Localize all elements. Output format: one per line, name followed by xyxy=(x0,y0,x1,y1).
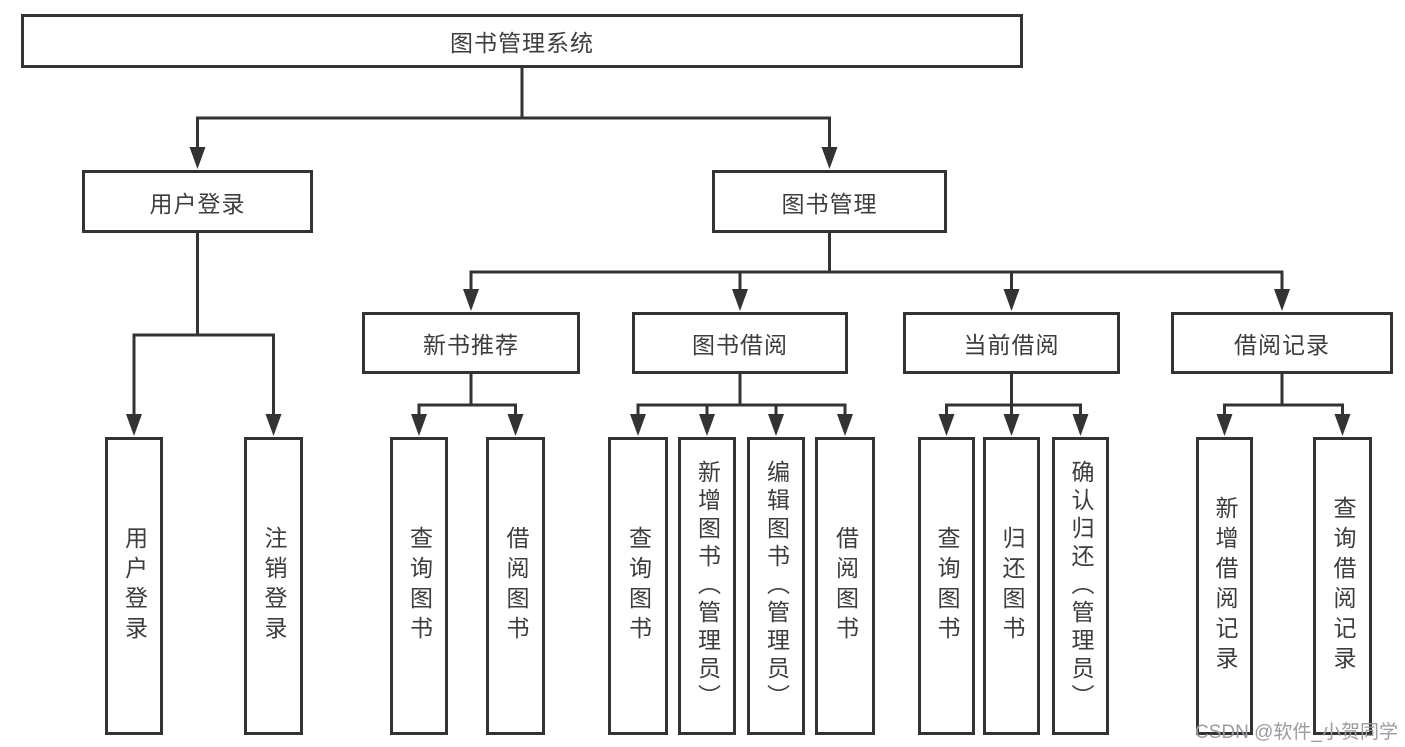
connector-book-borrow-to-leaves xyxy=(630,374,853,436)
node-user-login-label: 用户登录 xyxy=(149,190,246,217)
connector-user-login-to-leaves xyxy=(126,233,282,436)
leaf-bb-add-books: 新增图书（管理员） xyxy=(678,437,736,735)
node-book-mgmt: 图书管理 xyxy=(712,170,947,233)
node-root: 图书管理系统 xyxy=(21,14,1023,68)
node-book-mgmt-label: 图书管理 xyxy=(781,190,878,217)
leaf-nbr-query-books-label: 查询图书 xyxy=(406,526,433,646)
leaf-logout-label: 注销登录 xyxy=(261,526,287,646)
leaf-br-add-record-label: 新增借阅记录 xyxy=(1212,496,1238,676)
leaf-bb-edit-books-label: 编辑图书（管理员） xyxy=(763,460,790,712)
leaf-cb-query-books: 查询图书 xyxy=(918,437,975,735)
leaf-logout: 注销登录 xyxy=(244,437,303,735)
node-current-borrow-label: 当前借阅 xyxy=(963,332,1060,358)
node-book-borrow: 图书借阅 xyxy=(632,312,848,374)
connector-borrow-records-to-leaves xyxy=(1216,374,1351,436)
connector-root-to-level2 xyxy=(189,68,838,169)
node-root-label: 图书管理系统 xyxy=(450,30,594,56)
node-new-book-rec-label: 新书推荐 xyxy=(423,332,519,358)
leaf-cb-query-books-label: 查询图书 xyxy=(934,526,960,646)
leaf-nbr-query-books: 查询图书 xyxy=(390,437,448,735)
leaf-user-login: 用户登录 xyxy=(105,437,163,735)
leaf-bb-query-books-label: 查询图书 xyxy=(625,526,652,646)
node-borrow-records: 借阅记录 xyxy=(1171,312,1393,374)
connector-new-book-rec-to-leaves xyxy=(411,374,524,436)
leaf-cb-return-books: 归还图书 xyxy=(983,437,1040,735)
leaf-br-add-record: 新增借阅记录 xyxy=(1196,437,1253,735)
node-current-borrow: 当前借阅 xyxy=(903,312,1120,374)
leaf-bb-add-books-label: 新增图书（管理员） xyxy=(694,460,721,712)
leaf-br-query-record: 查询借阅记录 xyxy=(1313,437,1372,735)
leaf-cb-confirm-return: 确认归还（管理员） xyxy=(1052,437,1109,735)
connector-current-borrow-to-leaves xyxy=(938,374,1089,436)
leaf-cb-return-books-label: 归还图书 xyxy=(999,526,1025,646)
node-borrow-records-label: 借阅记录 xyxy=(1234,332,1330,358)
leaf-bb-borrow-books-label: 借阅图书 xyxy=(832,526,859,646)
node-new-book-rec: 新书推荐 xyxy=(362,312,580,374)
leaf-user-login-label: 用户登录 xyxy=(121,526,148,646)
leaf-nbr-borrow-books-label: 借阅图书 xyxy=(503,526,529,646)
csdn-watermark: CSDN @软件_小贺同学 xyxy=(1195,722,1398,743)
leaf-bb-borrow-books: 借阅图书 xyxy=(815,437,875,735)
leaf-br-query-record-label: 查询借阅记录 xyxy=(1330,496,1356,676)
connector-book-mgmt-to-level3 xyxy=(463,233,1290,311)
leaf-cb-confirm-return-label: 确认归还（管理员） xyxy=(1068,460,1094,712)
leaf-bb-edit-books: 编辑图书（管理员） xyxy=(747,437,805,735)
leaf-bb-query-books: 查询图书 xyxy=(608,437,668,735)
leaf-nbr-borrow-books: 借阅图书 xyxy=(486,437,545,735)
node-user-login: 用户登录 xyxy=(82,170,313,233)
node-book-borrow-label: 图书借阅 xyxy=(692,332,788,358)
